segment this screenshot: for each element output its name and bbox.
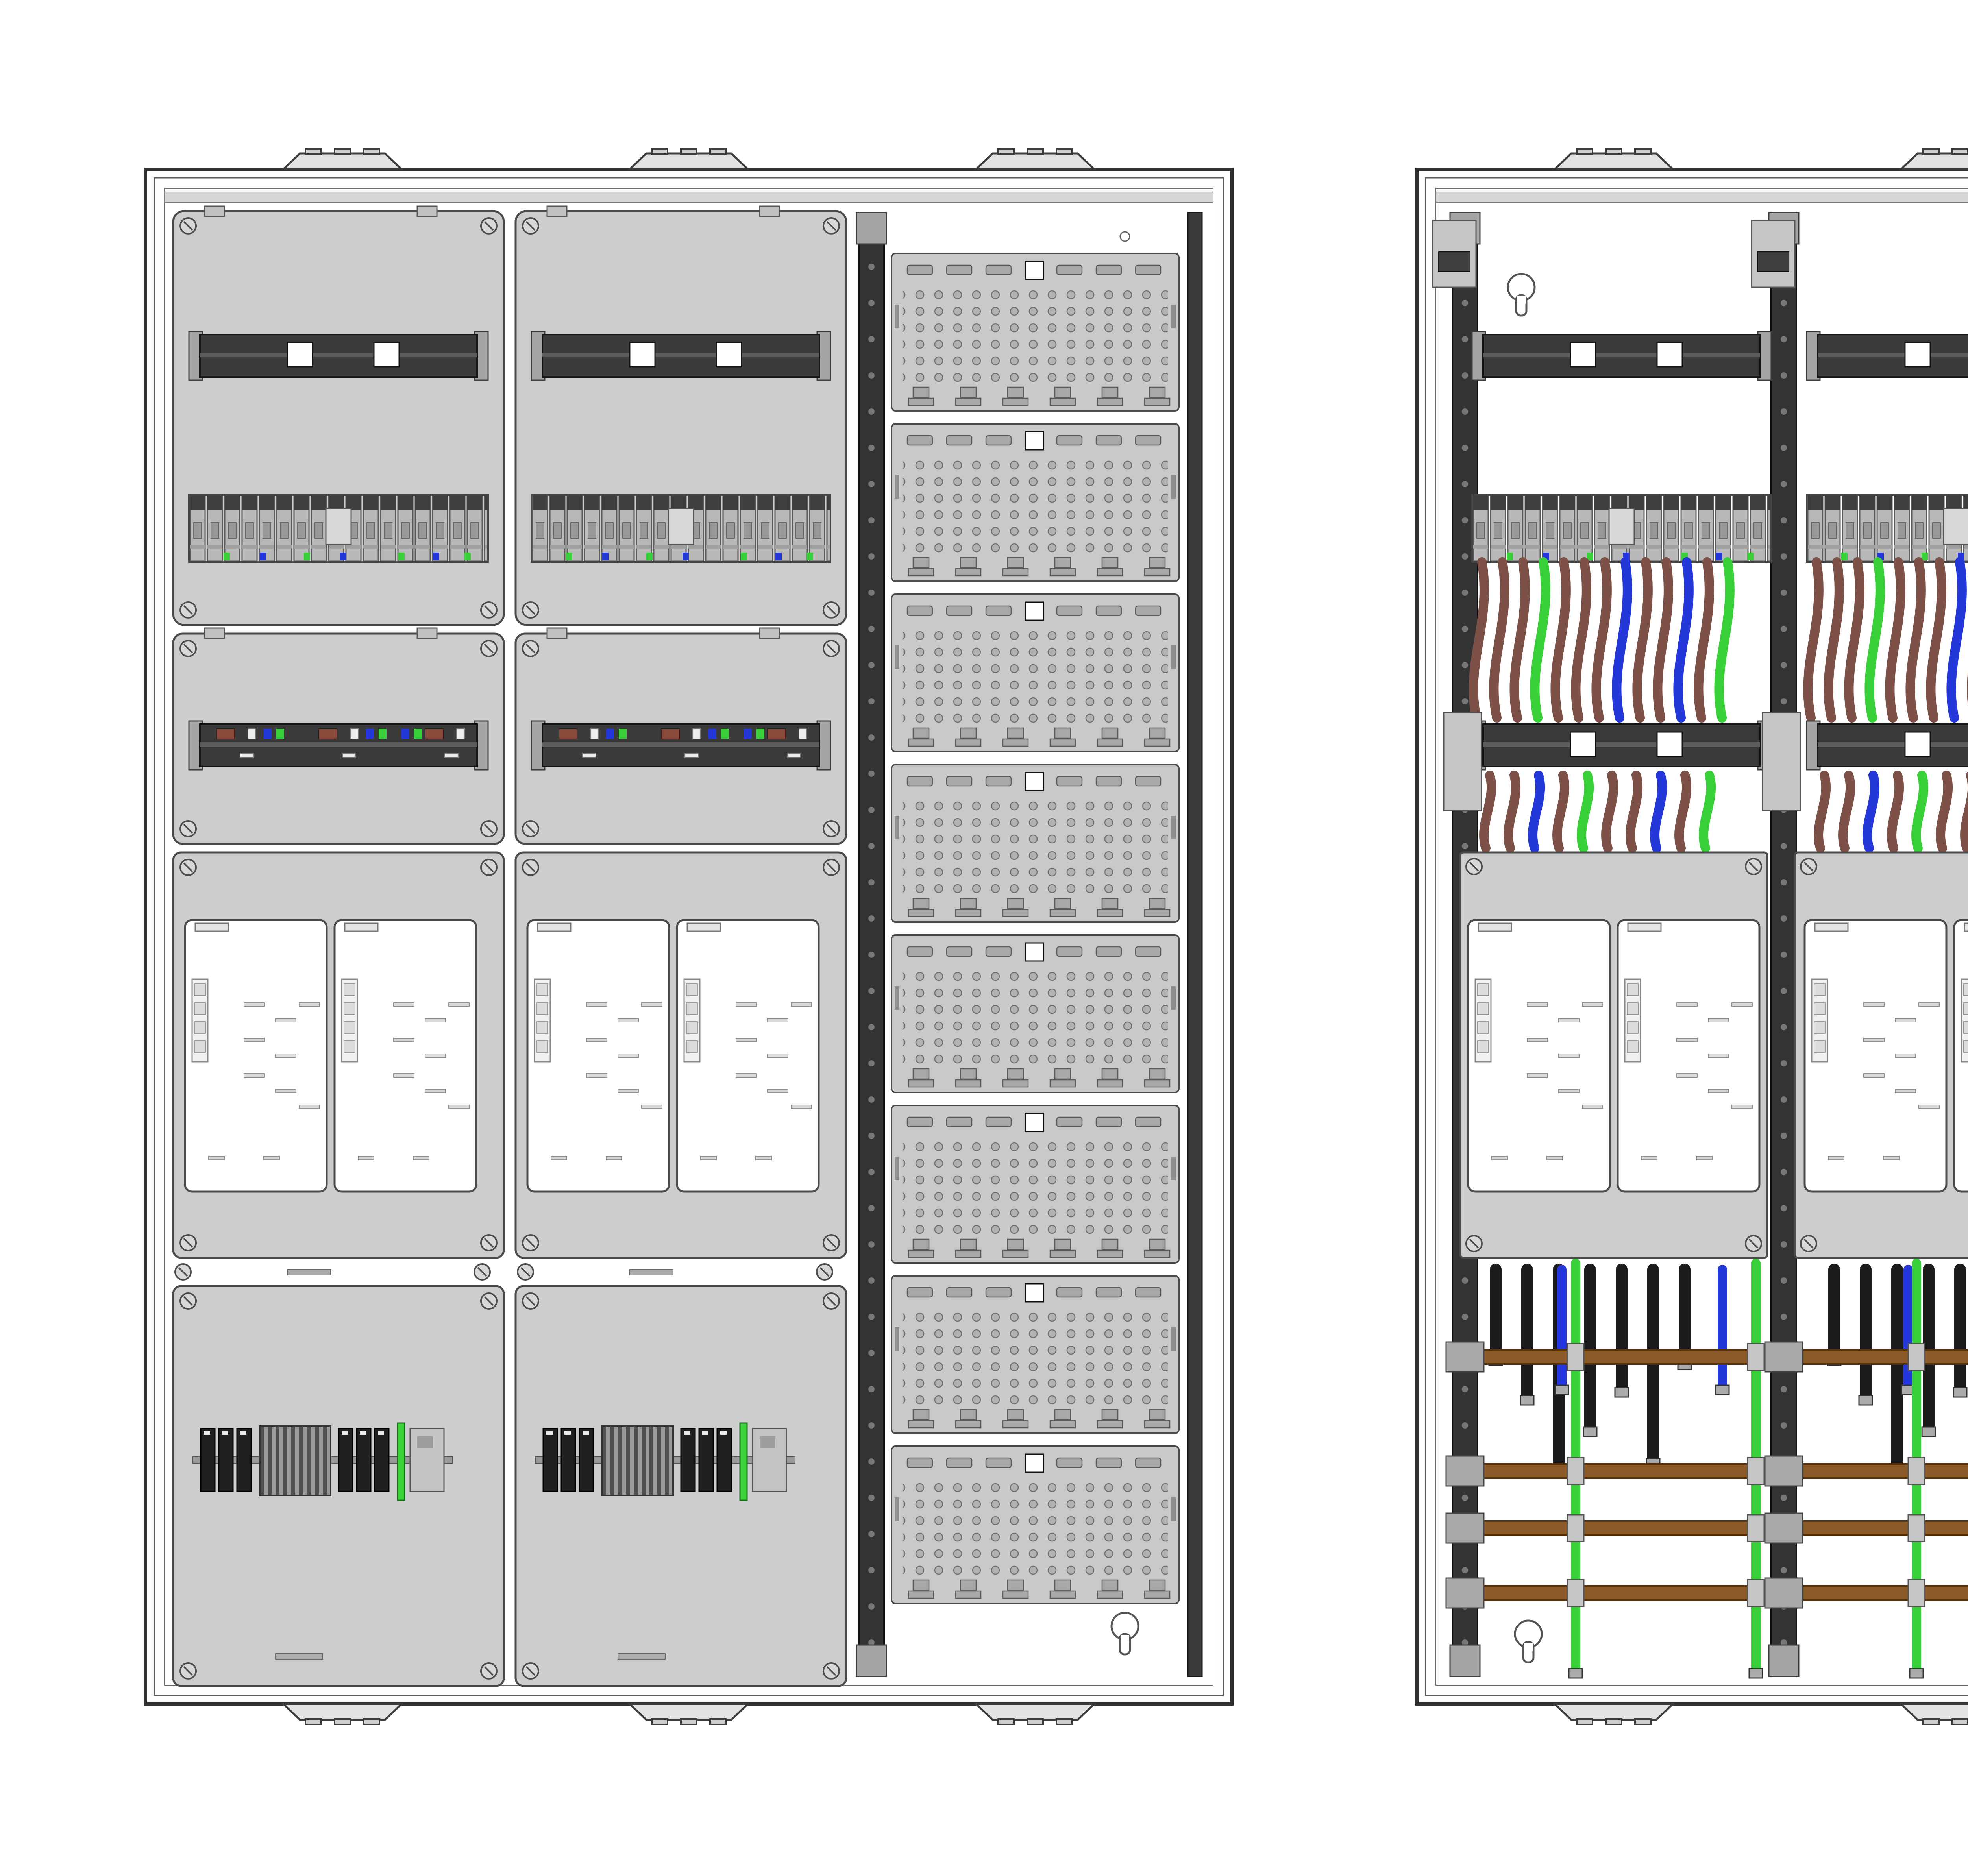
busbar-supports [1445,1341,1803,1609]
cabinet-closed [144,149,1234,1724]
busbar [1463,1463,1968,1479]
bottom-panels [172,1285,847,1687]
busbar [1463,1585,1968,1601]
meter-section [1459,851,1968,1259]
busbar [1463,1349,1968,1365]
mounting-plate-strip [856,212,1203,1677]
earth-wire-clamps [1567,1343,1925,1607]
fastener-strip [174,1263,833,1281]
top-cover-panels [172,205,847,626]
bottom-wiring [1445,1259,1968,1679]
meter-section [172,851,847,1259]
busbar [1463,1520,1968,1536]
blue-neutral-drops [1554,1265,1916,1395]
tariff-panels [172,627,847,845]
rail-top-connectors [1432,220,1796,288]
pilot-hole [1119,231,1130,242]
cabinet-open [1415,149,1968,1724]
